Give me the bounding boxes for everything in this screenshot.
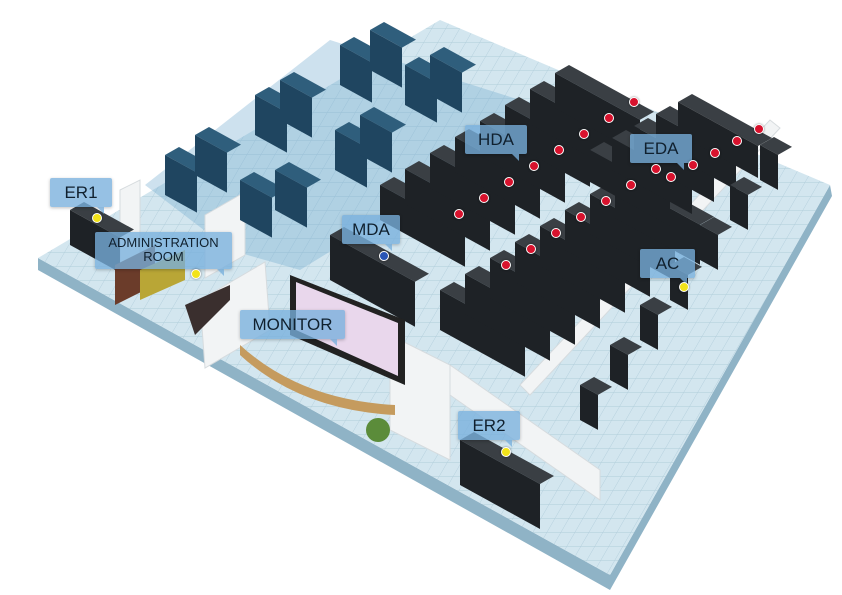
server-rack <box>440 290 525 377</box>
server-rack <box>165 155 197 213</box>
status-dot-er1[interactable] <box>92 213 102 223</box>
server-rack <box>280 80 312 138</box>
label-hda: HDA <box>465 125 527 161</box>
status-dot-rack[interactable] <box>732 136 742 146</box>
status-dot-rack[interactable] <box>501 260 511 270</box>
label-ac: AC <box>640 249 695 285</box>
server-rack <box>380 185 465 267</box>
status-dot-rack[interactable] <box>651 164 661 174</box>
status-dot-rack[interactable] <box>629 97 639 107</box>
status-dot-rack[interactable] <box>666 172 676 182</box>
status-dot-rack[interactable] <box>710 148 720 158</box>
server-rack <box>678 94 772 146</box>
status-dot-rack[interactable] <box>688 160 698 170</box>
status-dot-ac[interactable] <box>679 282 689 292</box>
server-rack <box>430 47 476 73</box>
server-rack <box>490 258 575 345</box>
server-rack <box>580 377 612 395</box>
server-rack <box>656 114 736 190</box>
status-dot-rack[interactable] <box>601 196 611 206</box>
label-administration-room: ADMINISTRATION ROOM <box>95 232 232 276</box>
server-rack <box>555 65 654 120</box>
server-rack <box>195 135 227 193</box>
status-dot-admin[interactable] <box>191 269 201 279</box>
label-monitor: MONITOR <box>240 310 345 346</box>
server-rack <box>195 127 241 153</box>
status-dot-er2[interactable] <box>501 447 511 457</box>
server-rack <box>405 65 437 123</box>
label-er2: ER2 <box>458 411 520 447</box>
status-dot-rack[interactable] <box>479 193 489 203</box>
status-dot-rack[interactable] <box>579 129 589 139</box>
status-dot-rack[interactable] <box>526 244 536 254</box>
server-rack <box>610 345 628 390</box>
server-rack <box>760 137 792 155</box>
server-rack <box>610 337 642 355</box>
status-dot-rack[interactable] <box>551 228 561 238</box>
server-rack <box>460 432 554 484</box>
desk <box>185 285 230 335</box>
server-rack <box>405 169 490 251</box>
server-rack <box>360 115 392 173</box>
label-eda: EDA <box>630 134 692 170</box>
server-rack <box>430 153 515 235</box>
status-dot-rack[interactable] <box>576 212 586 222</box>
monitor-display <box>296 282 398 376</box>
status-dot-mda[interactable] <box>379 251 389 261</box>
server-rack <box>240 180 272 238</box>
status-dot-rack[interactable] <box>754 124 764 134</box>
server-rack <box>565 210 650 297</box>
monitor-desk <box>240 345 395 415</box>
server-rack <box>340 45 372 103</box>
status-dot-rack[interactable] <box>504 177 514 187</box>
server-rack <box>515 242 600 329</box>
server-rack <box>275 162 321 188</box>
server-rack <box>580 385 598 430</box>
status-dot-rack[interactable] <box>604 113 614 123</box>
status-dot-rack[interactable] <box>626 180 636 190</box>
server-rack <box>640 305 658 350</box>
server-rack <box>640 297 672 315</box>
server-rack <box>455 137 540 219</box>
server-rack <box>275 170 307 228</box>
status-dot-rack[interactable] <box>454 209 464 219</box>
server-rack <box>280 72 326 98</box>
server-rack <box>430 55 462 113</box>
server-rack <box>240 172 286 198</box>
server-rack <box>370 22 416 48</box>
server-rack <box>760 145 778 190</box>
server-rack <box>465 274 550 361</box>
server-rack <box>700 225 718 270</box>
status-dot-rack[interactable] <box>554 145 564 155</box>
server-rack <box>370 30 402 88</box>
label-er1: ER1 <box>50 178 112 214</box>
server-rack <box>700 217 732 235</box>
server-rack <box>540 226 625 313</box>
status-dot-rack[interactable] <box>529 161 539 171</box>
rack-rows <box>70 22 792 529</box>
server-rack <box>678 102 758 178</box>
server-rack <box>360 107 406 133</box>
server-rack <box>70 202 134 238</box>
server-rack <box>255 95 287 153</box>
plant <box>366 418 390 442</box>
server-rack <box>730 185 748 230</box>
server-rack <box>335 130 367 188</box>
server-rack <box>330 235 415 327</box>
label-mda: MDA <box>342 215 400 251</box>
server-rack <box>460 440 540 529</box>
server-rack <box>730 177 762 195</box>
